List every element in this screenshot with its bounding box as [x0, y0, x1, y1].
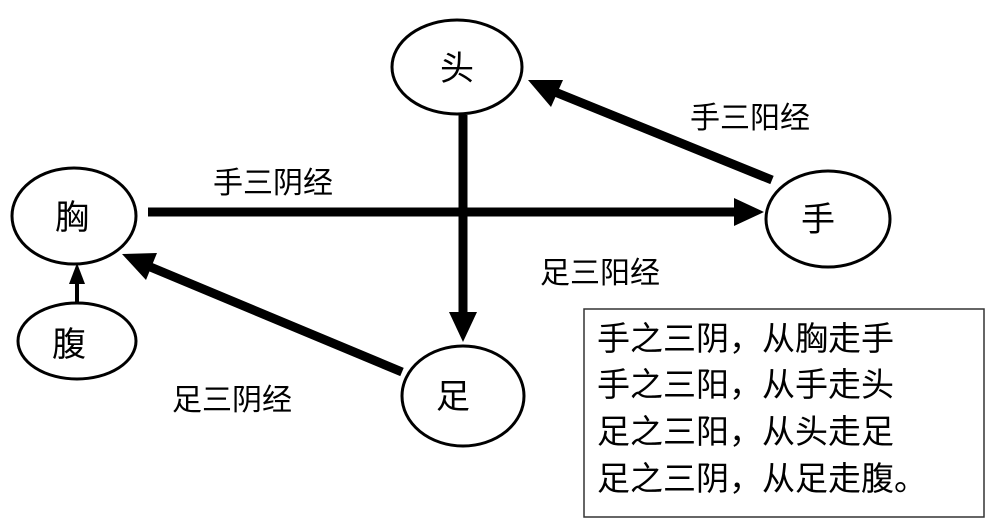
edge-foot-to-chest — [122, 253, 404, 377]
node-chest: 胸 — [10, 166, 138, 266]
arrowhead-to-head — [528, 80, 563, 107]
arrowhead-abdomen-to-chest — [69, 263, 85, 284]
arrowhead-to-chest — [122, 253, 157, 280]
node-hand-label: 手 — [801, 200, 835, 240]
arrowhead-to-hand — [734, 198, 764, 226]
label-hand-three-yin: 手三阴经 — [213, 166, 333, 201]
edge-hand-to-head — [528, 80, 774, 185]
edge-chest-to-hand — [148, 198, 764, 226]
label-foot-three-yin: 足三阴经 — [172, 383, 292, 418]
legend-line: 足之三阴，从足走腹。 — [597, 459, 927, 498]
node-foot: 足 — [400, 344, 526, 448]
edge-abdomen-to-chest — [69, 263, 85, 305]
label-foot-three-yang: 足三阳经 — [540, 256, 660, 291]
node-chest-label: 胸 — [55, 198, 89, 238]
mnemonic-legend: 手之三阴，从胸走手 手之三阳，从手走头 足之三阳，从头走足 足之三阴，从足走腹。 — [583, 308, 985, 518]
label-hand-three-yang: 手三阳经 — [690, 101, 810, 136]
legend-line: 手之三阳，从手走头 — [597, 365, 894, 404]
node-head: 头 — [390, 18, 524, 116]
legend-line: 手之三阴，从胸走手 — [597, 319, 894, 358]
node-hand: 手 — [764, 169, 892, 269]
arrowhead-to-foot — [449, 312, 477, 342]
legend-line: 足之三阳，从头走足 — [597, 412, 894, 451]
node-abdomen-label: 腹 — [52, 325, 86, 365]
node-head-label: 头 — [440, 49, 474, 89]
node-foot-label: 足 — [436, 377, 470, 417]
edge-head-to-foot — [449, 115, 477, 342]
node-abdomen: 腹 — [16, 301, 138, 381]
